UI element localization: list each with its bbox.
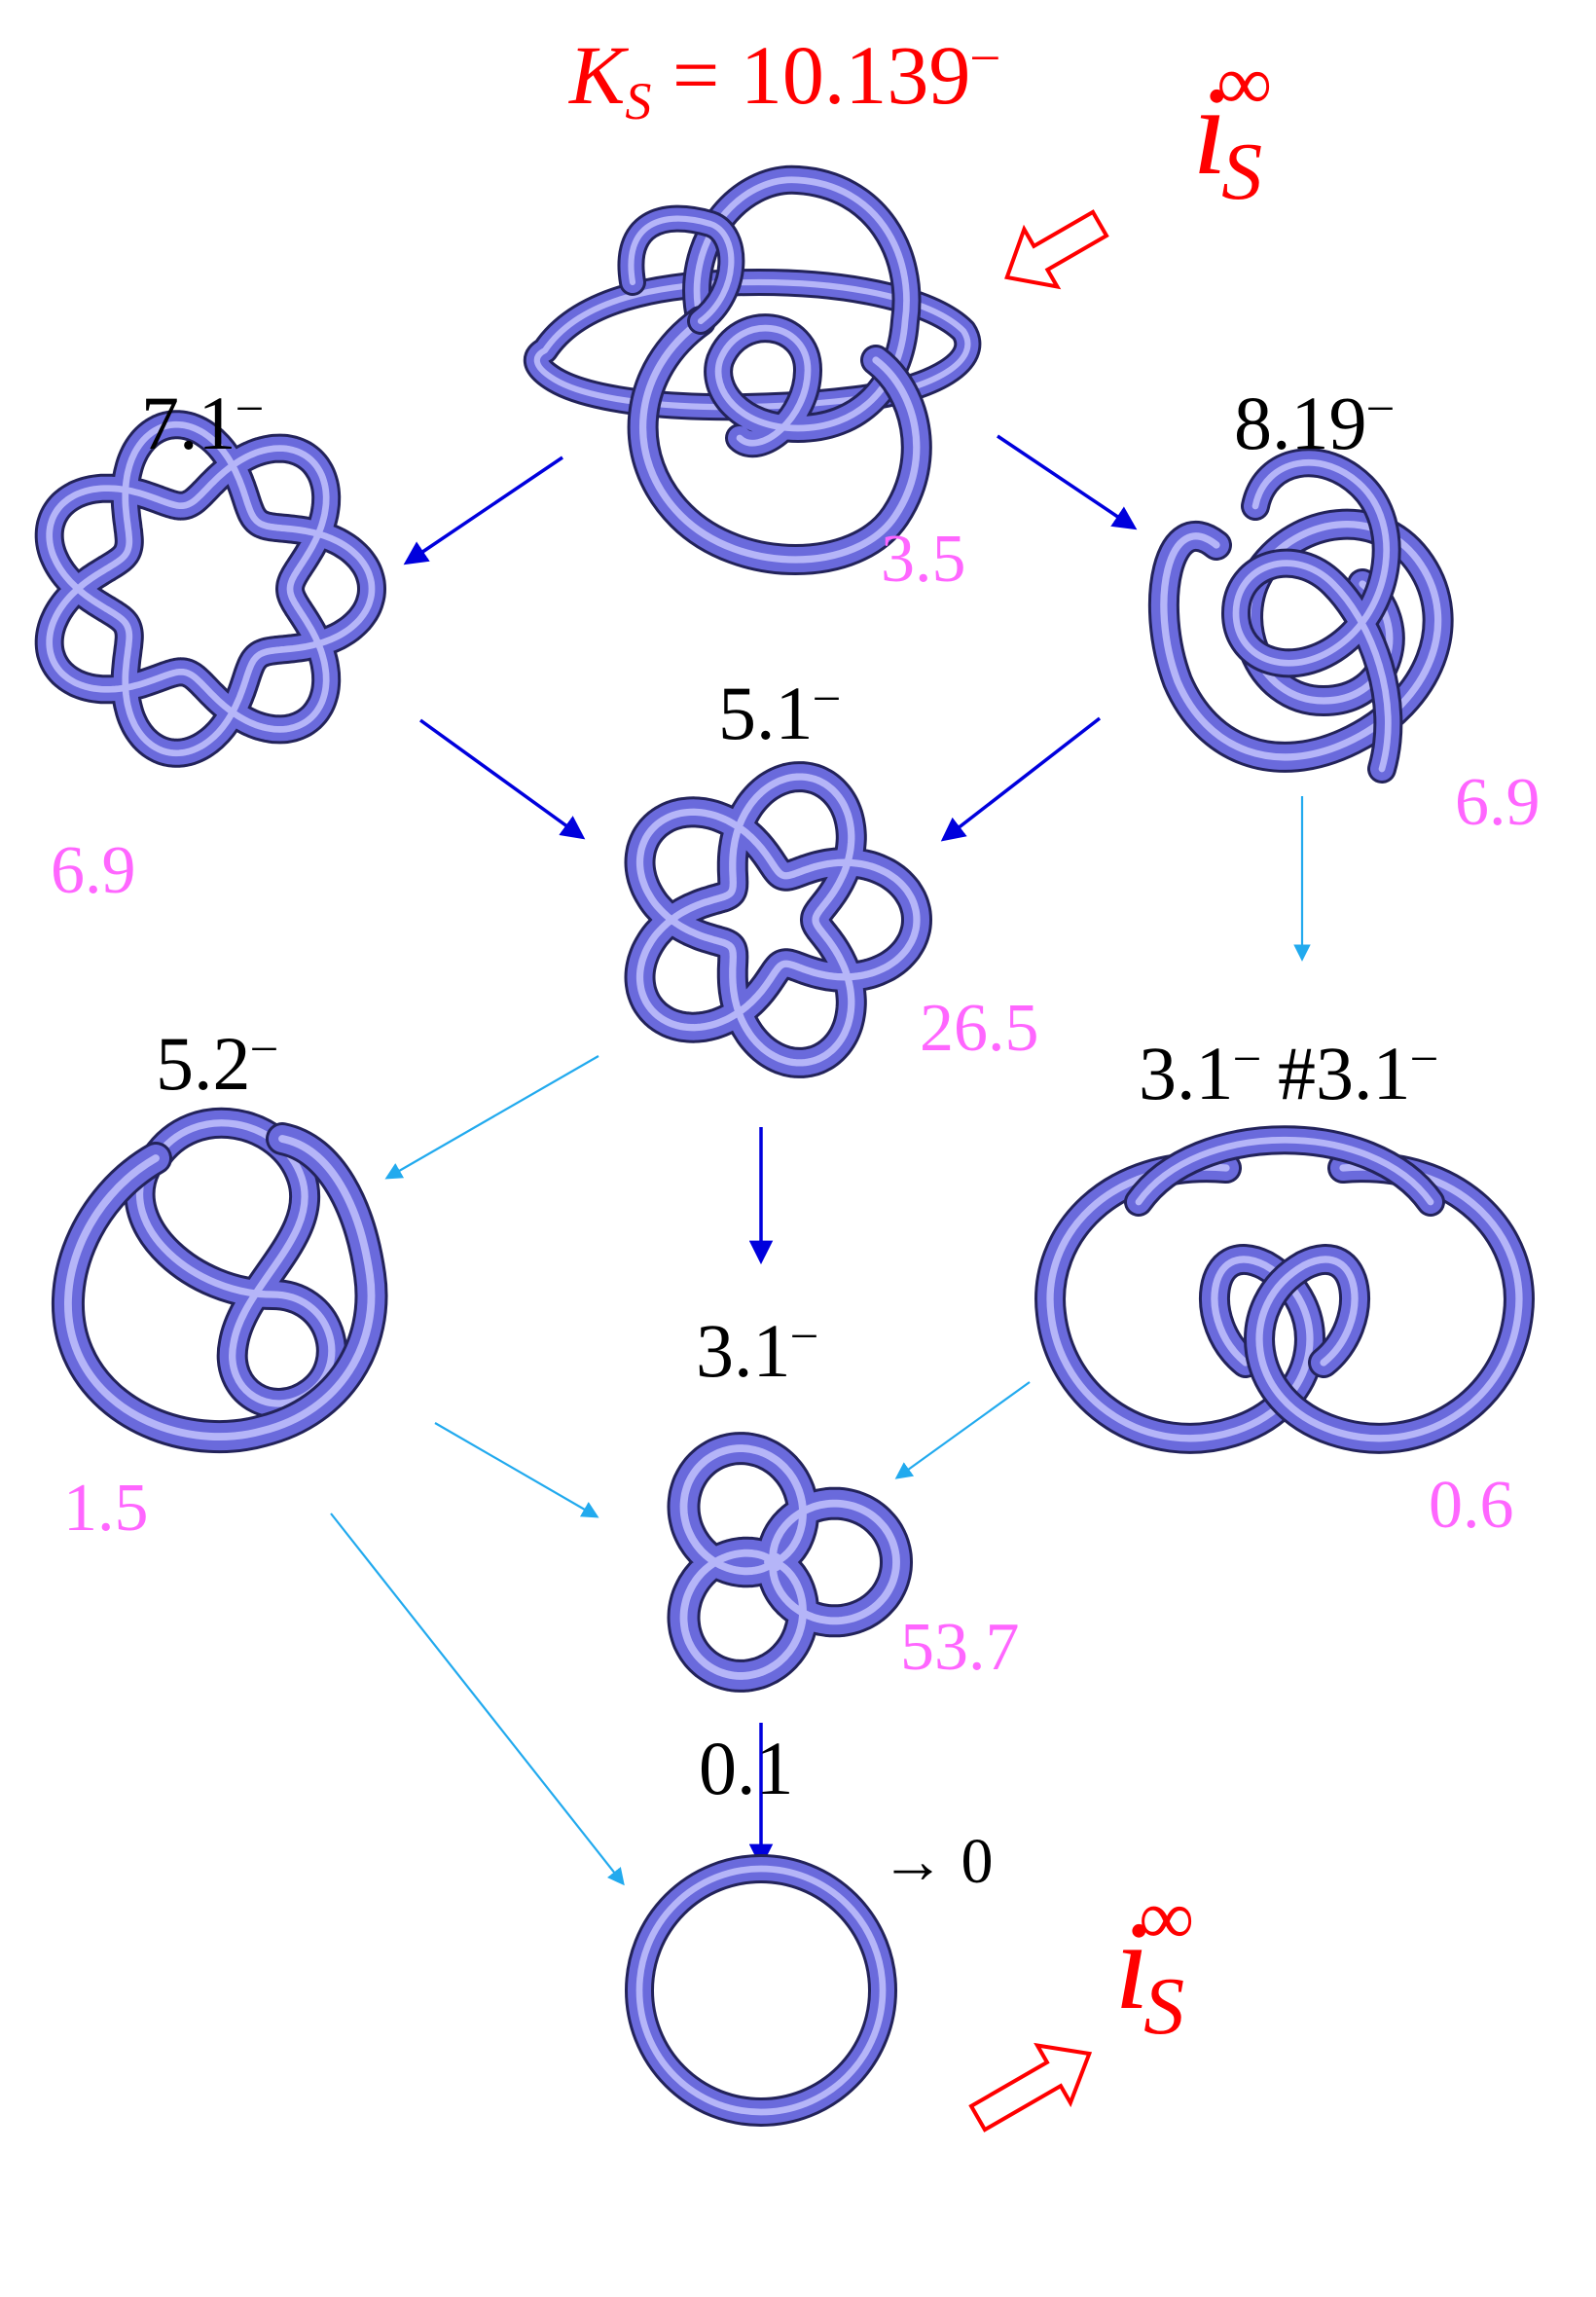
arrow-top-to-8-19	[997, 434, 1138, 530]
knot-3-1-sum-right	[1244, 1151, 1535, 1454]
arrow-5-1-to-5-2	[384, 1055, 599, 1180]
red-hollow-arrow-bottom	[968, 2042, 1093, 2133]
knot-name-3-1: 3.1–	[696, 1306, 816, 1393]
is-infinity-label-bottom: iS∞	[1114, 1876, 1195, 2052]
knot-0-1-shape	[625, 1854, 897, 2127]
percent-5-2: 1.5	[63, 1471, 149, 1546]
percent-7-1: 6.9	[51, 833, 136, 908]
knot-name-3-1-sum: 3.1– #3.1–	[1139, 1029, 1436, 1115]
knot-3-1-sum-left	[1034, 1151, 1325, 1454]
knot-8-19-inner	[1221, 448, 1403, 784]
knot-7-1-shape	[34, 410, 386, 768]
knot-name-5-1: 5.1–	[718, 669, 839, 755]
knot-name-7-1: 7.1–	[141, 379, 262, 465]
arrow-3-1-3-1-to-3-1	[894, 1381, 1031, 1479]
knot-8-19-outer	[1147, 508, 1454, 773]
arrow-5-2-to-3-1	[434, 1422, 599, 1518]
percent-5-1: 26.5	[920, 991, 1039, 1066]
knot-top-inner	[682, 164, 922, 458]
knot-shapes	[34, 164, 1535, 2127]
arrow-8-19-to-5-1	[940, 716, 1102, 842]
knot-set-title: KS = 10.139–	[569, 26, 998, 130]
percent-8-19: 6.9	[1455, 765, 1541, 840]
knot-name-5-2: 5.2–	[156, 1019, 276, 1106]
knot-5-2-outer	[52, 1122, 388, 1454]
is-infinity-label-top: iS∞	[1192, 41, 1273, 217]
knot-top-left-lobe	[617, 204, 745, 335]
percent-top-knot: 3.5	[881, 522, 966, 597]
arrow-top-to-7-1	[403, 456, 563, 565]
knot-5-1-shape	[624, 761, 932, 1078]
knot-3-1-sum-bridge	[1124, 1125, 1445, 1217]
arrow-7-1-to-5-1	[418, 718, 586, 840]
knot-name-8-19: 8.19–	[1234, 379, 1393, 465]
arrow-5-2-to-0-1	[330, 1513, 625, 1886]
knot-3-1-shape	[667, 1432, 913, 1693]
limit-to-zero-label: → 0	[881, 1826, 994, 1897]
knot-name-0-1: 0.1	[699, 1726, 794, 1810]
transition-arrows	[330, 434, 1311, 1886]
percent-3-1-sum: 0.6	[1429, 1468, 1514, 1543]
knot-top-bottom-loop	[627, 306, 932, 575]
percent-3-1: 53.7	[900, 1610, 1020, 1685]
red-hollow-arrow-top	[1004, 209, 1109, 290]
